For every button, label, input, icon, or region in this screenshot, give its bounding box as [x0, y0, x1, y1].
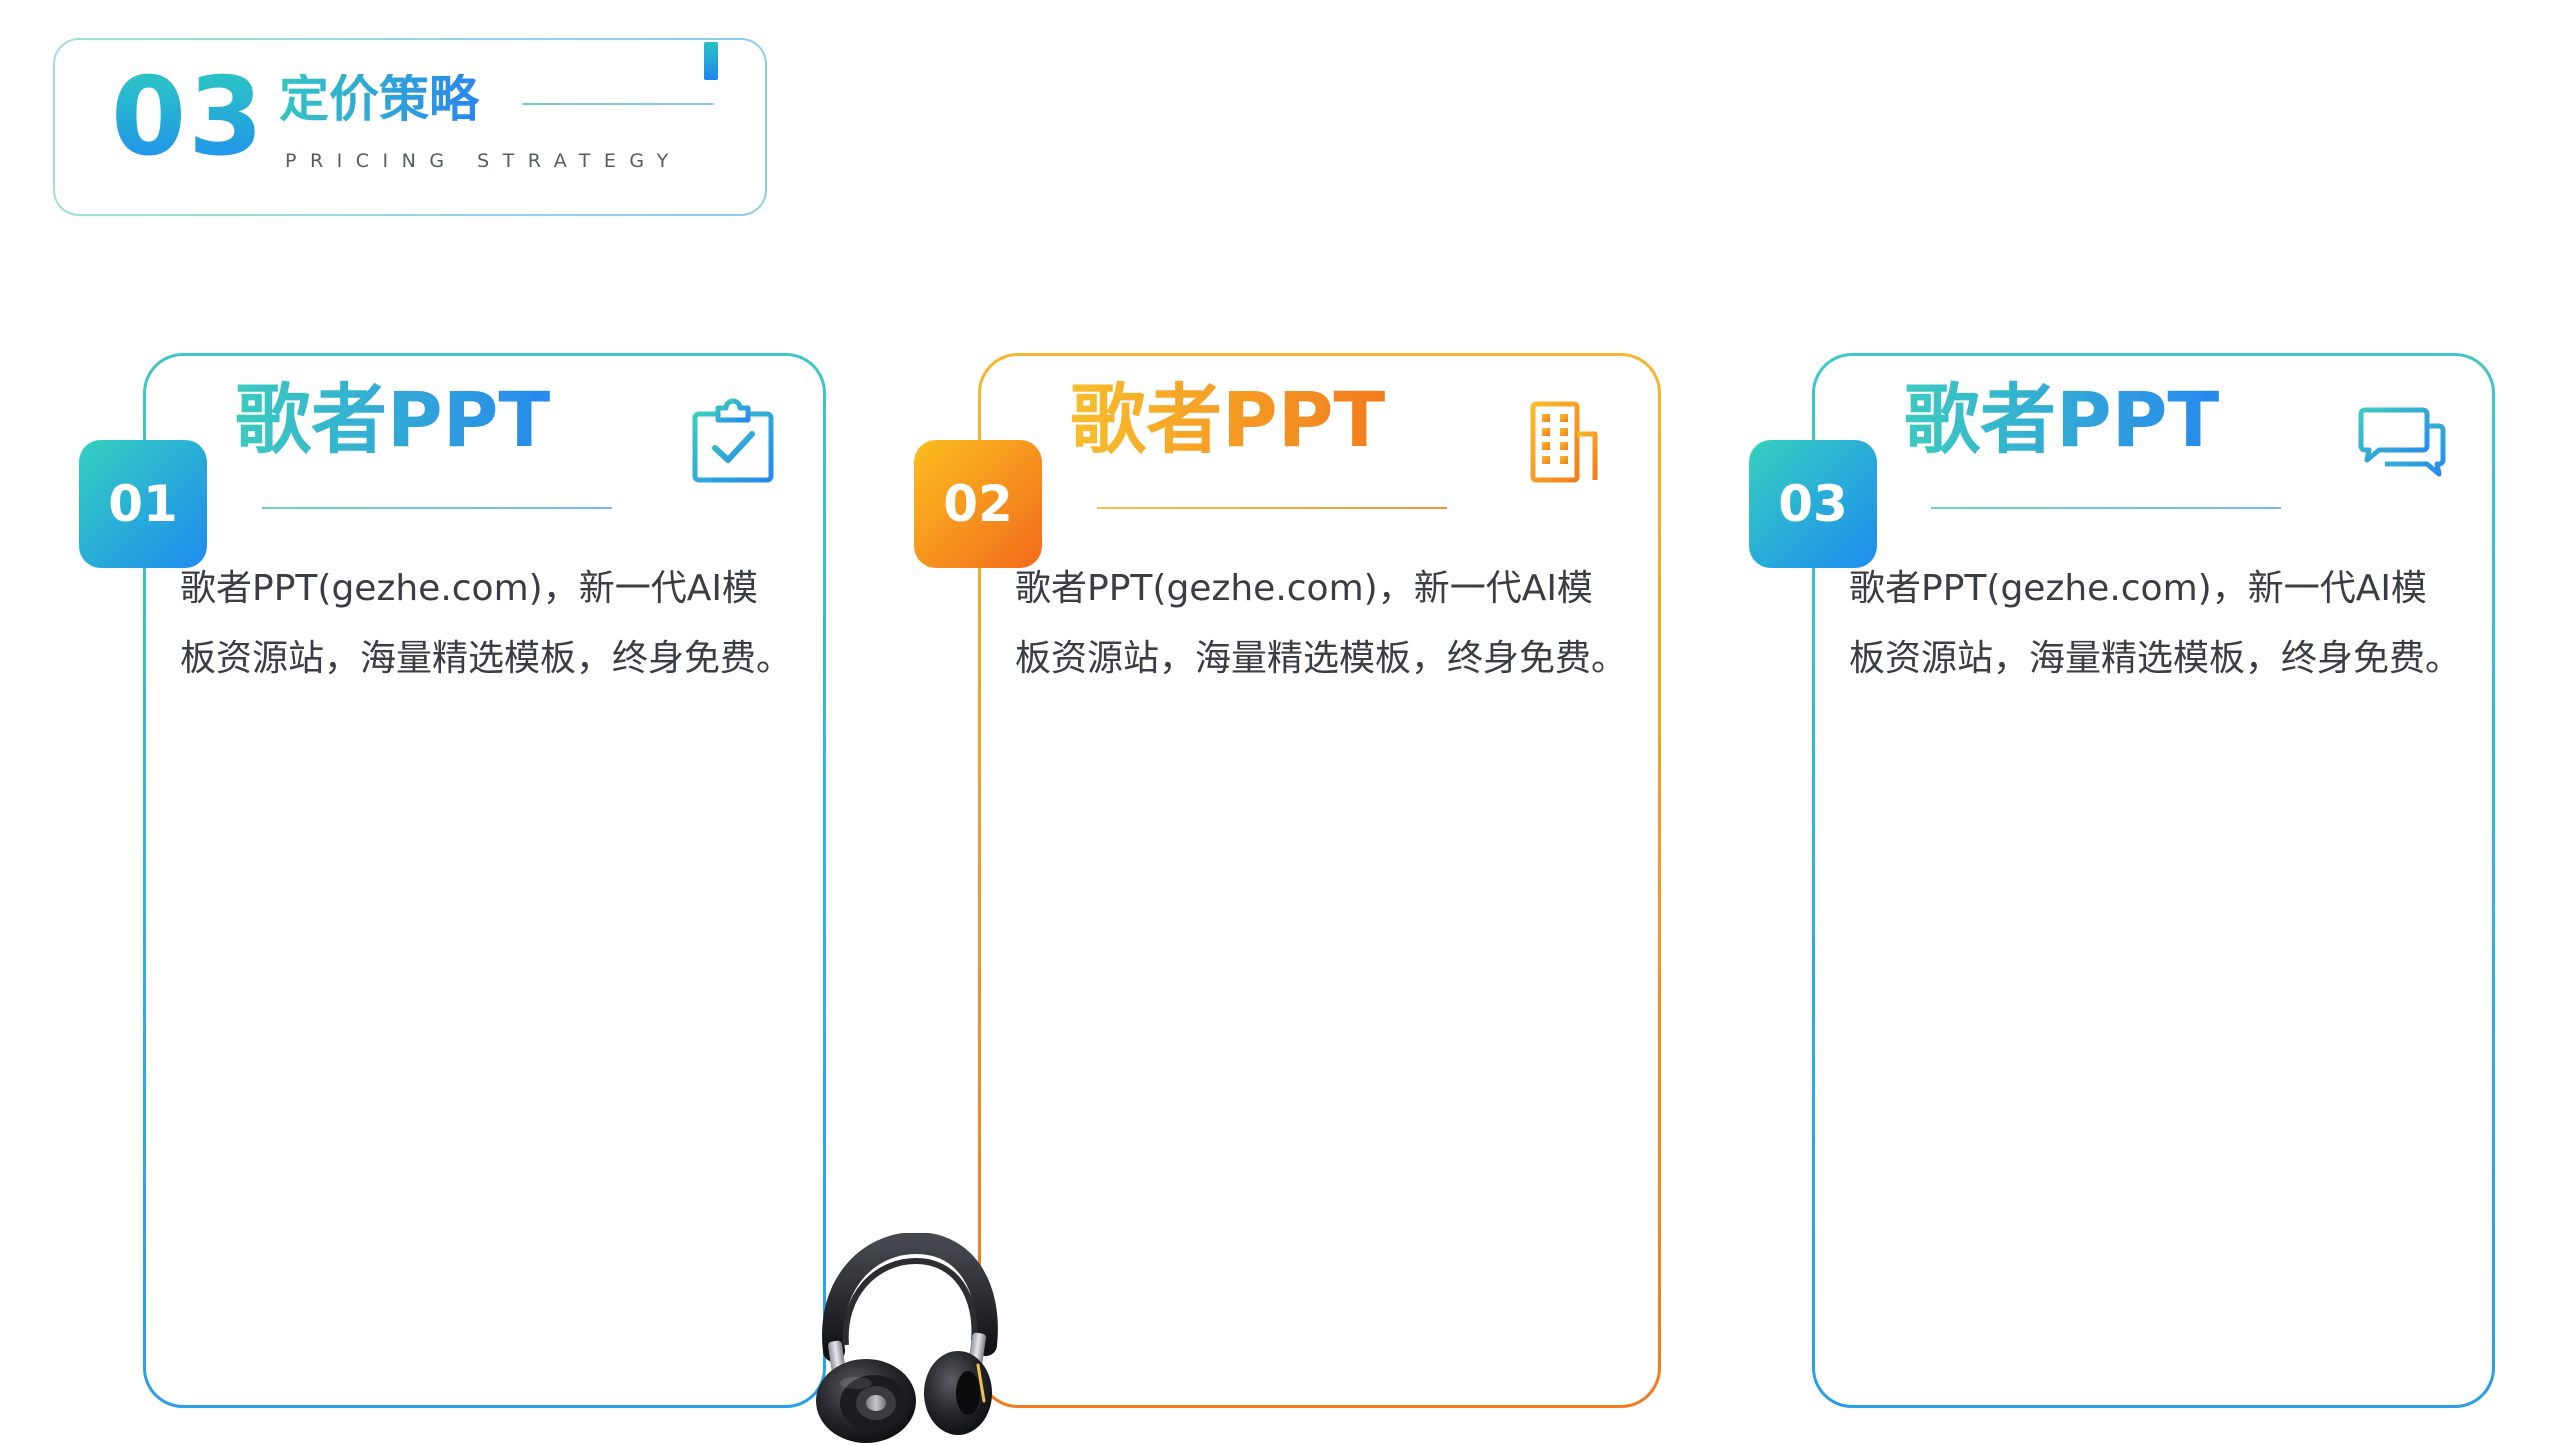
card-description-line: 歌者PPT(gezhe.com)，新一代AI模: [180, 568, 758, 609]
card-number-badge: 01: [79, 440, 207, 568]
card-divider: [1931, 507, 2281, 509]
section-subtitle: PRICING STRATEGY: [285, 150, 682, 172]
card-description-line: 歌者PPT(gezhe.com)，新一代AI模: [1015, 568, 1593, 609]
card-number-badge: 03: [1749, 440, 1877, 568]
section-number: 03: [111, 55, 266, 180]
card-divider: [1097, 507, 1447, 509]
card-description-line: 板资源站，海量精选模板，终身免费。: [1015, 638, 1628, 679]
card-description-line: 板资源站，海量精选模板，终身免费。: [1849, 638, 2462, 679]
card-title: 歌者PPT: [1904, 375, 2220, 464]
card-description: 歌者PPT(gezhe.com)，新一代AI模 板资源站，海量精选模板，终身免费…: [1015, 554, 1645, 694]
card-divider: [262, 507, 612, 509]
card-title: 歌者PPT: [235, 375, 551, 464]
building-icon: [1523, 396, 1613, 486]
section-title: 定价策略: [279, 70, 479, 128]
pricing-card-3: 歌者PPT 歌者PPT(gezhe.com)，新一代AI模 板资源站，海量精选模…: [1812, 353, 2495, 1408]
card-description: 歌者PPT(gezhe.com)，新一代AI模 板资源站，海量精选模板，终身免费…: [1849, 554, 2479, 694]
section-accent-tick: [704, 42, 718, 80]
headphones-icon: [808, 1233, 1000, 1445]
section-divider: [522, 103, 714, 105]
clipboard-check-icon: [688, 396, 778, 486]
section-header: 03 定价策略 PRICING STRATEGY: [53, 38, 767, 216]
card-description-line: 板资源站，海量精选模板，终身免费。: [180, 638, 793, 679]
card-title: 歌者PPT: [1070, 375, 1386, 464]
chat-bubbles-icon: [2357, 396, 2447, 486]
card-description: 歌者PPT(gezhe.com)，新一代AI模 板资源站，海量精选模板，终身免费…: [180, 554, 810, 694]
card-number-badge: 02: [914, 440, 1042, 568]
card-description-line: 歌者PPT(gezhe.com)，新一代AI模: [1849, 568, 2427, 609]
pricing-card-1: 歌者PPT 歌者PPT(gezhe.com)，新一代AI模 板资源站，海量精选模…: [143, 353, 826, 1408]
pricing-card-2: 歌者PPT 歌者PPT(gezhe.com)，新一代AI模 板资源站，海量精选模…: [978, 353, 1661, 1408]
